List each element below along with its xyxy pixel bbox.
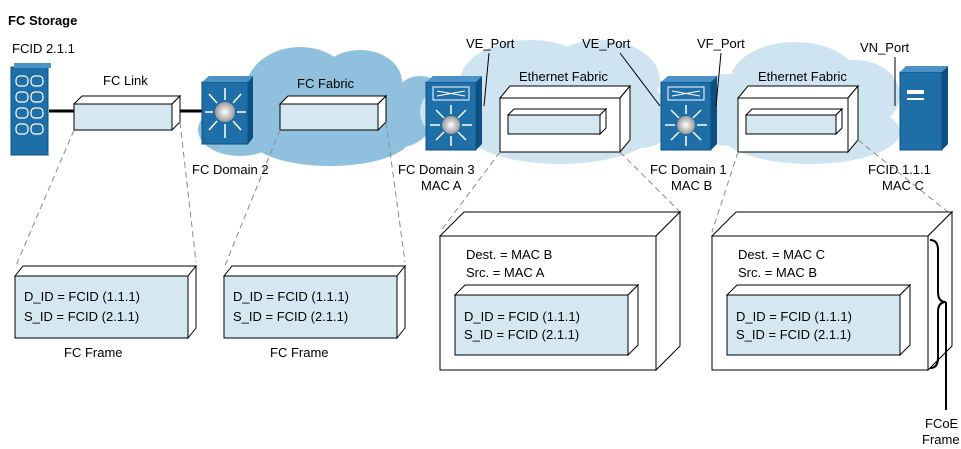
fcoe-caption-line2: Frame (922, 432, 960, 447)
fc-domain1-mac-label: MAC B (671, 178, 712, 193)
fc-frame-1-did: D_ID = FCID (1.1.1) (24, 289, 140, 304)
storage-array-icon (10, 63, 51, 156)
host-fcid-label: FCID 1.1.1 (868, 162, 931, 177)
fc-frame-2-caption: FC Frame (270, 345, 329, 360)
fc-frame-2-did: D_ID = FCID (1.1.1) (233, 289, 349, 304)
vn-port-label: VN_Port (860, 40, 910, 55)
fc-domain3-label: FC Domain 3 (398, 162, 475, 177)
fcoe-frame-2-did: D_ID = FCID (1.1.1) (736, 309, 852, 324)
fcoe-frame-2-box (710, 210, 954, 372)
diagram-title: FC Storage (8, 13, 77, 28)
ethernet-fabric-1-label: Ethernet Fabric (519, 69, 608, 84)
storage-fcid-label: FCID 2.1.1 (12, 41, 75, 56)
fc-frame-1-caption: FC Frame (64, 345, 123, 360)
fcoe-switch-icon (660, 76, 717, 151)
ethernet-fabric-1-box (498, 84, 632, 154)
vf-port-label: VF_Port (697, 36, 745, 51)
fcoe-frame-2-src: Src. = MAC B (738, 265, 817, 280)
fc-link-label: FC Link (103, 73, 148, 88)
fc-fabric-box (278, 94, 388, 132)
ethernet-fabric-2-box (736, 84, 860, 154)
ve-port-2-label: VE_Port (582, 36, 631, 51)
fcoe-frame-1-box (438, 210, 682, 372)
fc-frame-2-box (222, 264, 407, 340)
fc-link-box (72, 94, 182, 132)
fcoe-frame-2-dest: Dest. = MAC C (738, 247, 825, 262)
fcoe-caption-line1: FCoE (925, 416, 959, 431)
ve-port-1-label: VE_Port (466, 36, 515, 51)
fcoe-frame-1-sid: S_ID = FCID (2.1.1) (464, 327, 579, 342)
fcoe-frame-1-src: Src. = MAC A (466, 265, 545, 280)
host-mac-label: MAC C (882, 178, 924, 193)
fc-domain2-label: FC Domain 2 (192, 162, 269, 177)
ethernet-fabric-2-label: Ethernet Fabric (758, 69, 847, 84)
fcoe-frame-1-dest: Dest. = MAC B (466, 247, 552, 262)
fc-frame-1-box (13, 264, 198, 340)
fc-domain1-label: FC Domain 1 (650, 162, 727, 177)
fcoe-switch-icon (425, 76, 482, 151)
fcoe-frame-2-sid: S_ID = FCID (2.1.1) (736, 327, 851, 342)
fc-switch-icon (201, 76, 253, 145)
fc-frame-1-sid: S_ID = FCID (2.1.1) (24, 309, 139, 324)
server-icon (899, 66, 948, 151)
fc-fabric-label: FC Fabric (297, 76, 355, 91)
fcoe-frame-1-did: D_ID = FCID (1.1.1) (464, 309, 580, 324)
fc-domain3-mac-label: MAC A (421, 178, 462, 193)
fc-frame-2-sid: S_ID = FCID (2.1.1) (233, 309, 348, 324)
